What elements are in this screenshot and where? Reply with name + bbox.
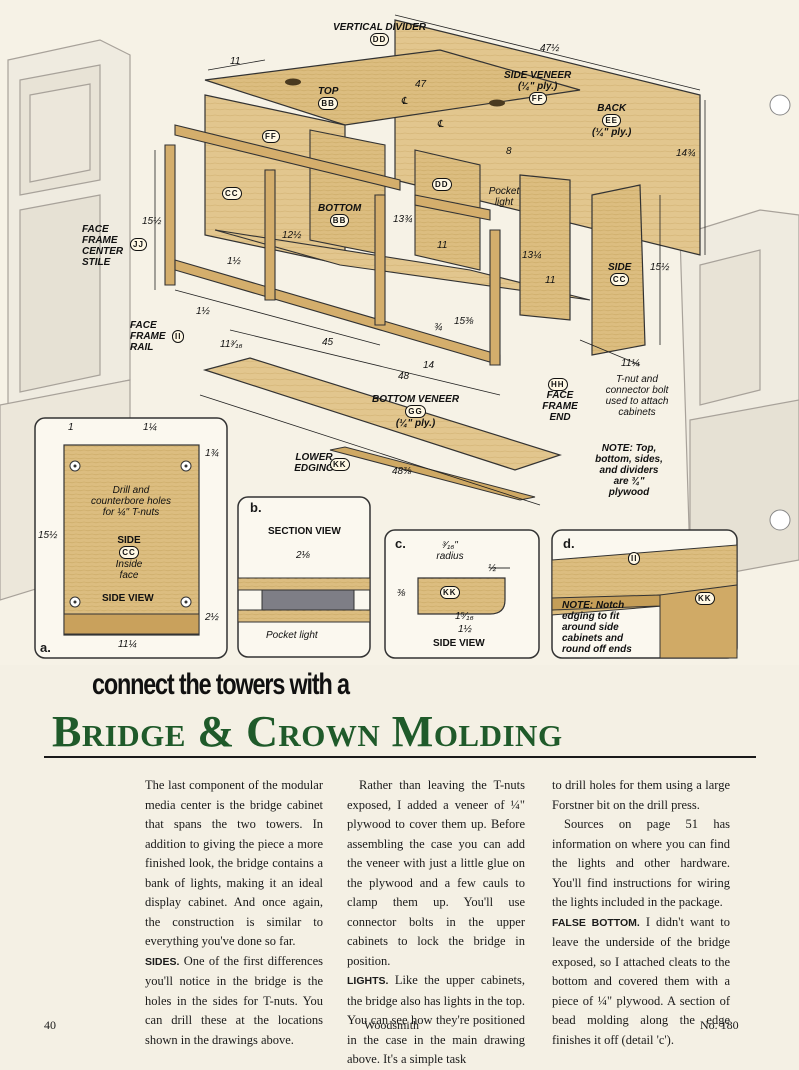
side-cc-right: [591, 184, 646, 356]
dim-1-5b: 1½: [196, 306, 210, 317]
label-face-frame-rail: FACE FRAME RAIL: [130, 320, 166, 353]
centerline-1: ℄: [401, 96, 408, 107]
paragraph: SIDES. One of the first differences you'…: [145, 953, 323, 1047]
dim-11-mid: 11: [437, 240, 448, 251]
article-subheading: connect the towers with a: [92, 668, 350, 701]
paragraph: FALSE BOTTOM. I didn't want to leave the…: [552, 914, 730, 1047]
runin-heading: FALSE BOTTOM.: [552, 916, 640, 929]
dim-15-5-left: 15½: [142, 216, 162, 227]
dim-47-5: 47½: [540, 43, 560, 54]
body-column-2: Rather than leaving the T-nuts exposed, …: [347, 776, 525, 1070]
detail-c-dim-3-8: ⅜: [397, 588, 406, 599]
label-ii: II: [172, 330, 185, 343]
detail-a-view: SIDE VIEW: [102, 593, 154, 604]
runin-heading: SIDES.: [145, 955, 180, 968]
article-title: Bridge & Crown Molding: [52, 707, 563, 756]
dim-48: 48: [398, 371, 410, 382]
detail-a-tag: a.: [40, 640, 51, 655]
label-side-cc: SIDE CC: [608, 262, 632, 286]
detail-c-radius: ³⁄₁₆" radius: [436, 540, 464, 562]
bottom-veneer: [202, 357, 562, 471]
label-top: TOP BB: [318, 86, 339, 110]
detail-a-side-label: SIDE CC Inside face: [115, 535, 143, 581]
detail-b-dim: 2⅛: [296, 550, 310, 561]
label-face-frame-center-stile: FACE FRAME CENTER STILE: [82, 224, 124, 268]
dim-13-25: 13¼: [522, 250, 542, 261]
centerline-2: ℄: [437, 119, 444, 130]
exploded-diagram: VERTICAL DIVIDER DD TOP BB SIDE VENEER (…: [0, 14, 799, 659]
detail-b-tag: b.: [250, 500, 262, 515]
label-cc: CC: [222, 187, 242, 200]
label-bottom: BOTTOM BB: [318, 203, 362, 227]
label-face-frame-end: FACE FRAME END: [542, 390, 578, 423]
dim-11-25: 11¼: [621, 358, 640, 369]
detail-d-note: NOTE: Notch edging to fit around side ca…: [562, 600, 632, 655]
right-tower-ghost: [679, 209, 799, 581]
label-ff: FF: [262, 130, 280, 143]
dim-14: 14: [423, 360, 435, 371]
dim-1-5a: 1½: [227, 256, 241, 267]
label-hh: HH: [548, 378, 568, 391]
label-kk: KK: [330, 458, 350, 471]
face-frame: [164, 124, 501, 366]
label-pocket-light: Pocket light: [488, 186, 520, 208]
detail-c-code: KK: [440, 586, 460, 599]
paragraph: Sources on page 51 has information on wh…: [552, 817, 730, 909]
dim-11-1875: 11³⁄₁₆: [220, 339, 243, 350]
dim-15-5-right: 15½: [650, 262, 670, 273]
diagram-artwork: [0, 14, 799, 659]
detail-a-note: Drill and counterbore holes for ¼" T-nut…: [90, 485, 172, 518]
dim-12-5: 12½: [282, 230, 302, 241]
label-vertical-divider: VERTICAL DIVIDER DD: [333, 22, 426, 46]
detail-a-dim-11-25: 11¼: [118, 639, 137, 650]
detail-c-view: SIDE VIEW: [433, 638, 485, 649]
detail-a-dim-1-25: 1¼: [143, 422, 157, 433]
magazine-name: Woodsmith: [364, 1018, 420, 1032]
body-column-1: The last component of the modular media …: [145, 776, 323, 1050]
detail-a-dim-2-5: 2½: [205, 612, 219, 623]
detail-a-dim-1: 1: [68, 422, 74, 433]
dim-11-right: 11: [545, 275, 556, 286]
label-dd: DD: [432, 178, 452, 191]
dim-8: 8: [506, 146, 512, 157]
body-column-3: to drill holes for them using a large Fo…: [552, 776, 730, 1050]
dim-3-4: ¾: [434, 322, 443, 333]
detail-c-dim-1-5: 1½: [458, 624, 472, 635]
label-bottom-veneer: BOTTOM VENEER GG (¼" ply.): [372, 394, 460, 429]
page-number: 40: [44, 1018, 56, 1032]
issue-number: No. 180: [700, 1018, 739, 1032]
dim-14-75: 14¾: [676, 148, 696, 159]
paragraph: The last component of the modular media …: [145, 778, 323, 948]
detail-d-code-ii: II: [628, 552, 641, 565]
dim-45: 45: [322, 337, 334, 348]
label-lower-edging: LOWER EDGING: [294, 452, 334, 474]
label-side-veneer: SIDE VENEER (¼" ply.) FF: [504, 70, 572, 105]
detail-a-dim-1-75: 1¾: [205, 448, 219, 459]
detail-b-pocket-light: Pocket light: [266, 630, 318, 641]
label-note-plywood: NOTE: Top, bottom, sides, and dividers a…: [595, 443, 663, 498]
detail-a-dim-15-5: 15½: [38, 530, 58, 541]
dim-11: 11: [230, 56, 241, 67]
dim-47: 47: [415, 79, 427, 90]
paragraph: to drill holes for them using a large Fo…: [552, 778, 730, 812]
dim-15-375: 15⅜: [454, 316, 474, 327]
paragraph: Rather than leaving the T-nuts exposed, …: [347, 778, 525, 968]
runin-heading: LIGHTS.: [347, 975, 389, 987]
label-jj: JJ: [130, 238, 147, 251]
top-panel: [204, 49, 581, 126]
detail-c-tag: c.: [395, 536, 406, 551]
dim-13-75: 13¾: [393, 214, 413, 225]
detail-c-dim-half: ½: [488, 563, 497, 574]
label-back: BACK EE (¼" ply.): [592, 103, 632, 138]
detail-c-dim-1-5-16: 1⁵⁄₁₆: [455, 611, 474, 622]
dim-48-375: 48⅜: [392, 466, 412, 477]
heading-rule: [44, 756, 756, 758]
detail-d-code-kk: KK: [695, 592, 715, 605]
detail-d-tag: d.: [563, 536, 575, 551]
label-tnut-note: T-nut and connector bolt used to attach …: [605, 374, 669, 418]
detail-b-title: SECTION VIEW: [268, 526, 341, 537]
